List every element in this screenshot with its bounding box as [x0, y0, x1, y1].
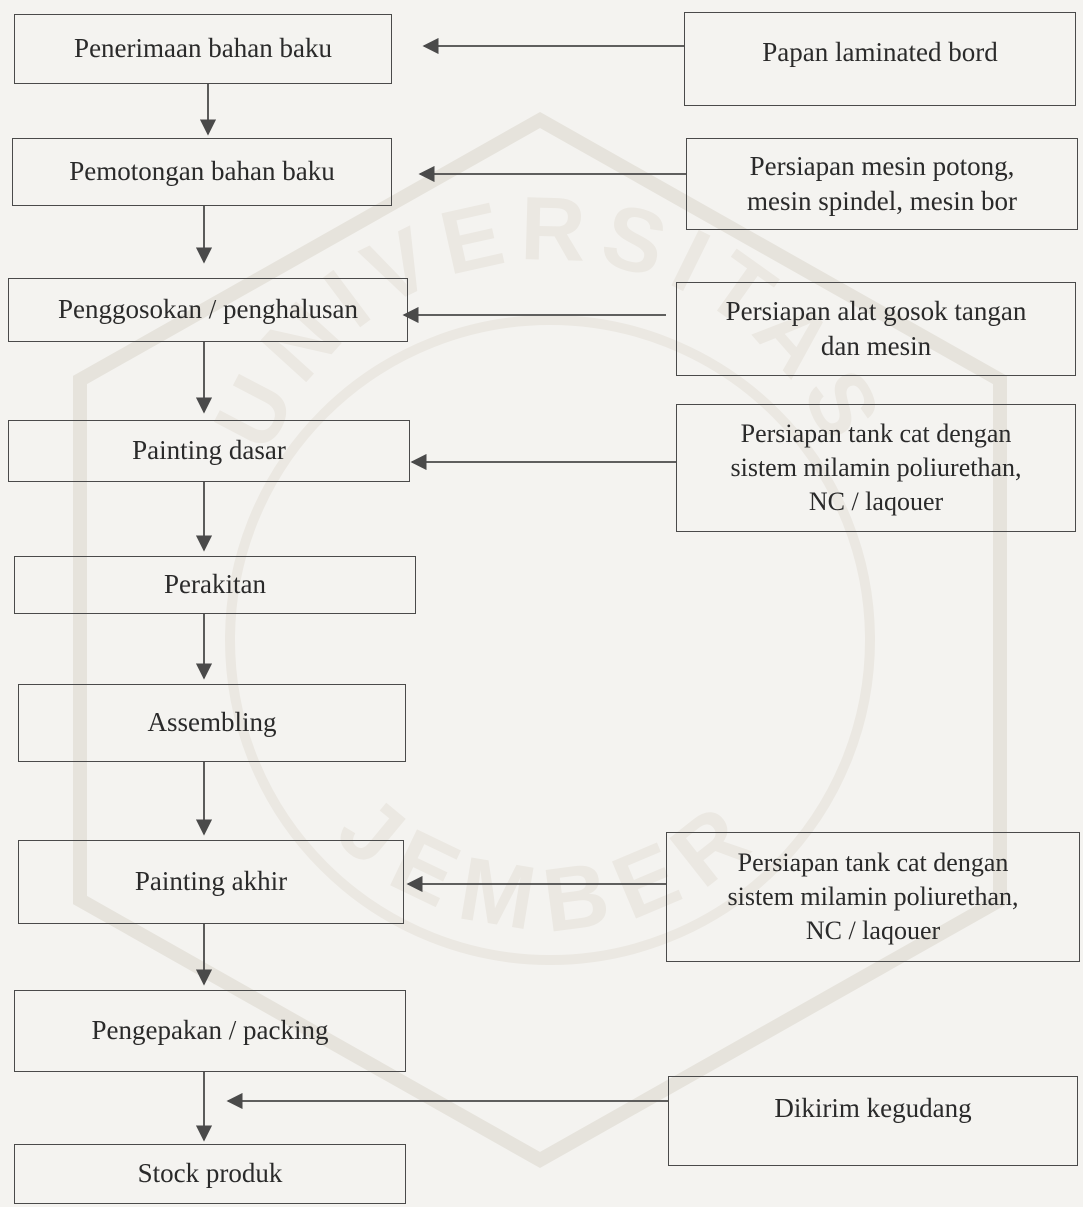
input-persiapan-mesin-potong: Persiapan mesin potong, mesin spindel, m… — [686, 138, 1078, 230]
input-line: sistem milamin poliurethan, — [727, 882, 1019, 912]
step-label: Painting dasar — [132, 435, 286, 466]
input-persiapan-tank-cat-akhir: Persiapan tank cat dengan sistem milamin… — [666, 832, 1080, 962]
step-label: Stock produk — [137, 1158, 283, 1189]
input-line: NC / laqouer — [805, 915, 941, 945]
input-line: dan mesin — [820, 331, 932, 361]
input-line: Persiapan mesin potong, — [749, 150, 1015, 181]
input-persiapan-alat-gosok: Persiapan alat gosok tangan dan mesin — [676, 282, 1076, 376]
input-line: sistem milamin poliurethan, — [730, 453, 1022, 483]
step-assembling: Assembling — [18, 684, 406, 762]
input-line: mesin spindel, mesin bor — [747, 186, 1017, 216]
input-line: NC / laqouer — [808, 486, 944, 516]
step-label: Penerimaan bahan baku — [74, 33, 332, 64]
step-label: Perakitan — [164, 569, 266, 600]
step-painting-dasar: Painting dasar — [8, 420, 410, 482]
step-label: Pemotongan bahan baku — [69, 156, 335, 187]
input-line: Dikirim kegudang — [774, 1093, 972, 1123]
step-label: Assembling — [147, 707, 277, 738]
step-pengepakan: Pengepakan / packing — [14, 990, 406, 1072]
step-painting-akhir: Painting akhir — [18, 840, 404, 924]
input-line: Persiapan alat gosok tangan — [725, 295, 1027, 326]
step-label: Pengepakan / packing — [91, 1015, 329, 1046]
step-label: Penggosokan / penghalusan — [58, 294, 358, 325]
step-label: Painting akhir — [134, 866, 288, 897]
input-papan-laminated: Papan laminated bord — [684, 12, 1076, 106]
input-persiapan-tank-cat-dasar: Persiapan tank cat dengan sistem milamin… — [676, 404, 1076, 532]
step-penggosokan: Penggosokan / penghalusan — [8, 278, 408, 342]
step-perakitan: Perakitan — [14, 556, 416, 614]
input-line: Papan laminated bord — [762, 37, 998, 67]
step-pemotongan-bahan-baku: Pemotongan bahan baku — [12, 138, 392, 206]
step-penerimaan-bahan-baku: Penerimaan bahan baku — [14, 14, 392, 84]
input-line: Persiapan tank cat dengan — [737, 848, 1009, 878]
input-line: Persiapan tank cat dengan — [740, 419, 1012, 449]
input-dikirim-kegudang: Dikirim kegudang — [668, 1076, 1078, 1166]
step-stock-produk: Stock produk — [14, 1144, 406, 1204]
